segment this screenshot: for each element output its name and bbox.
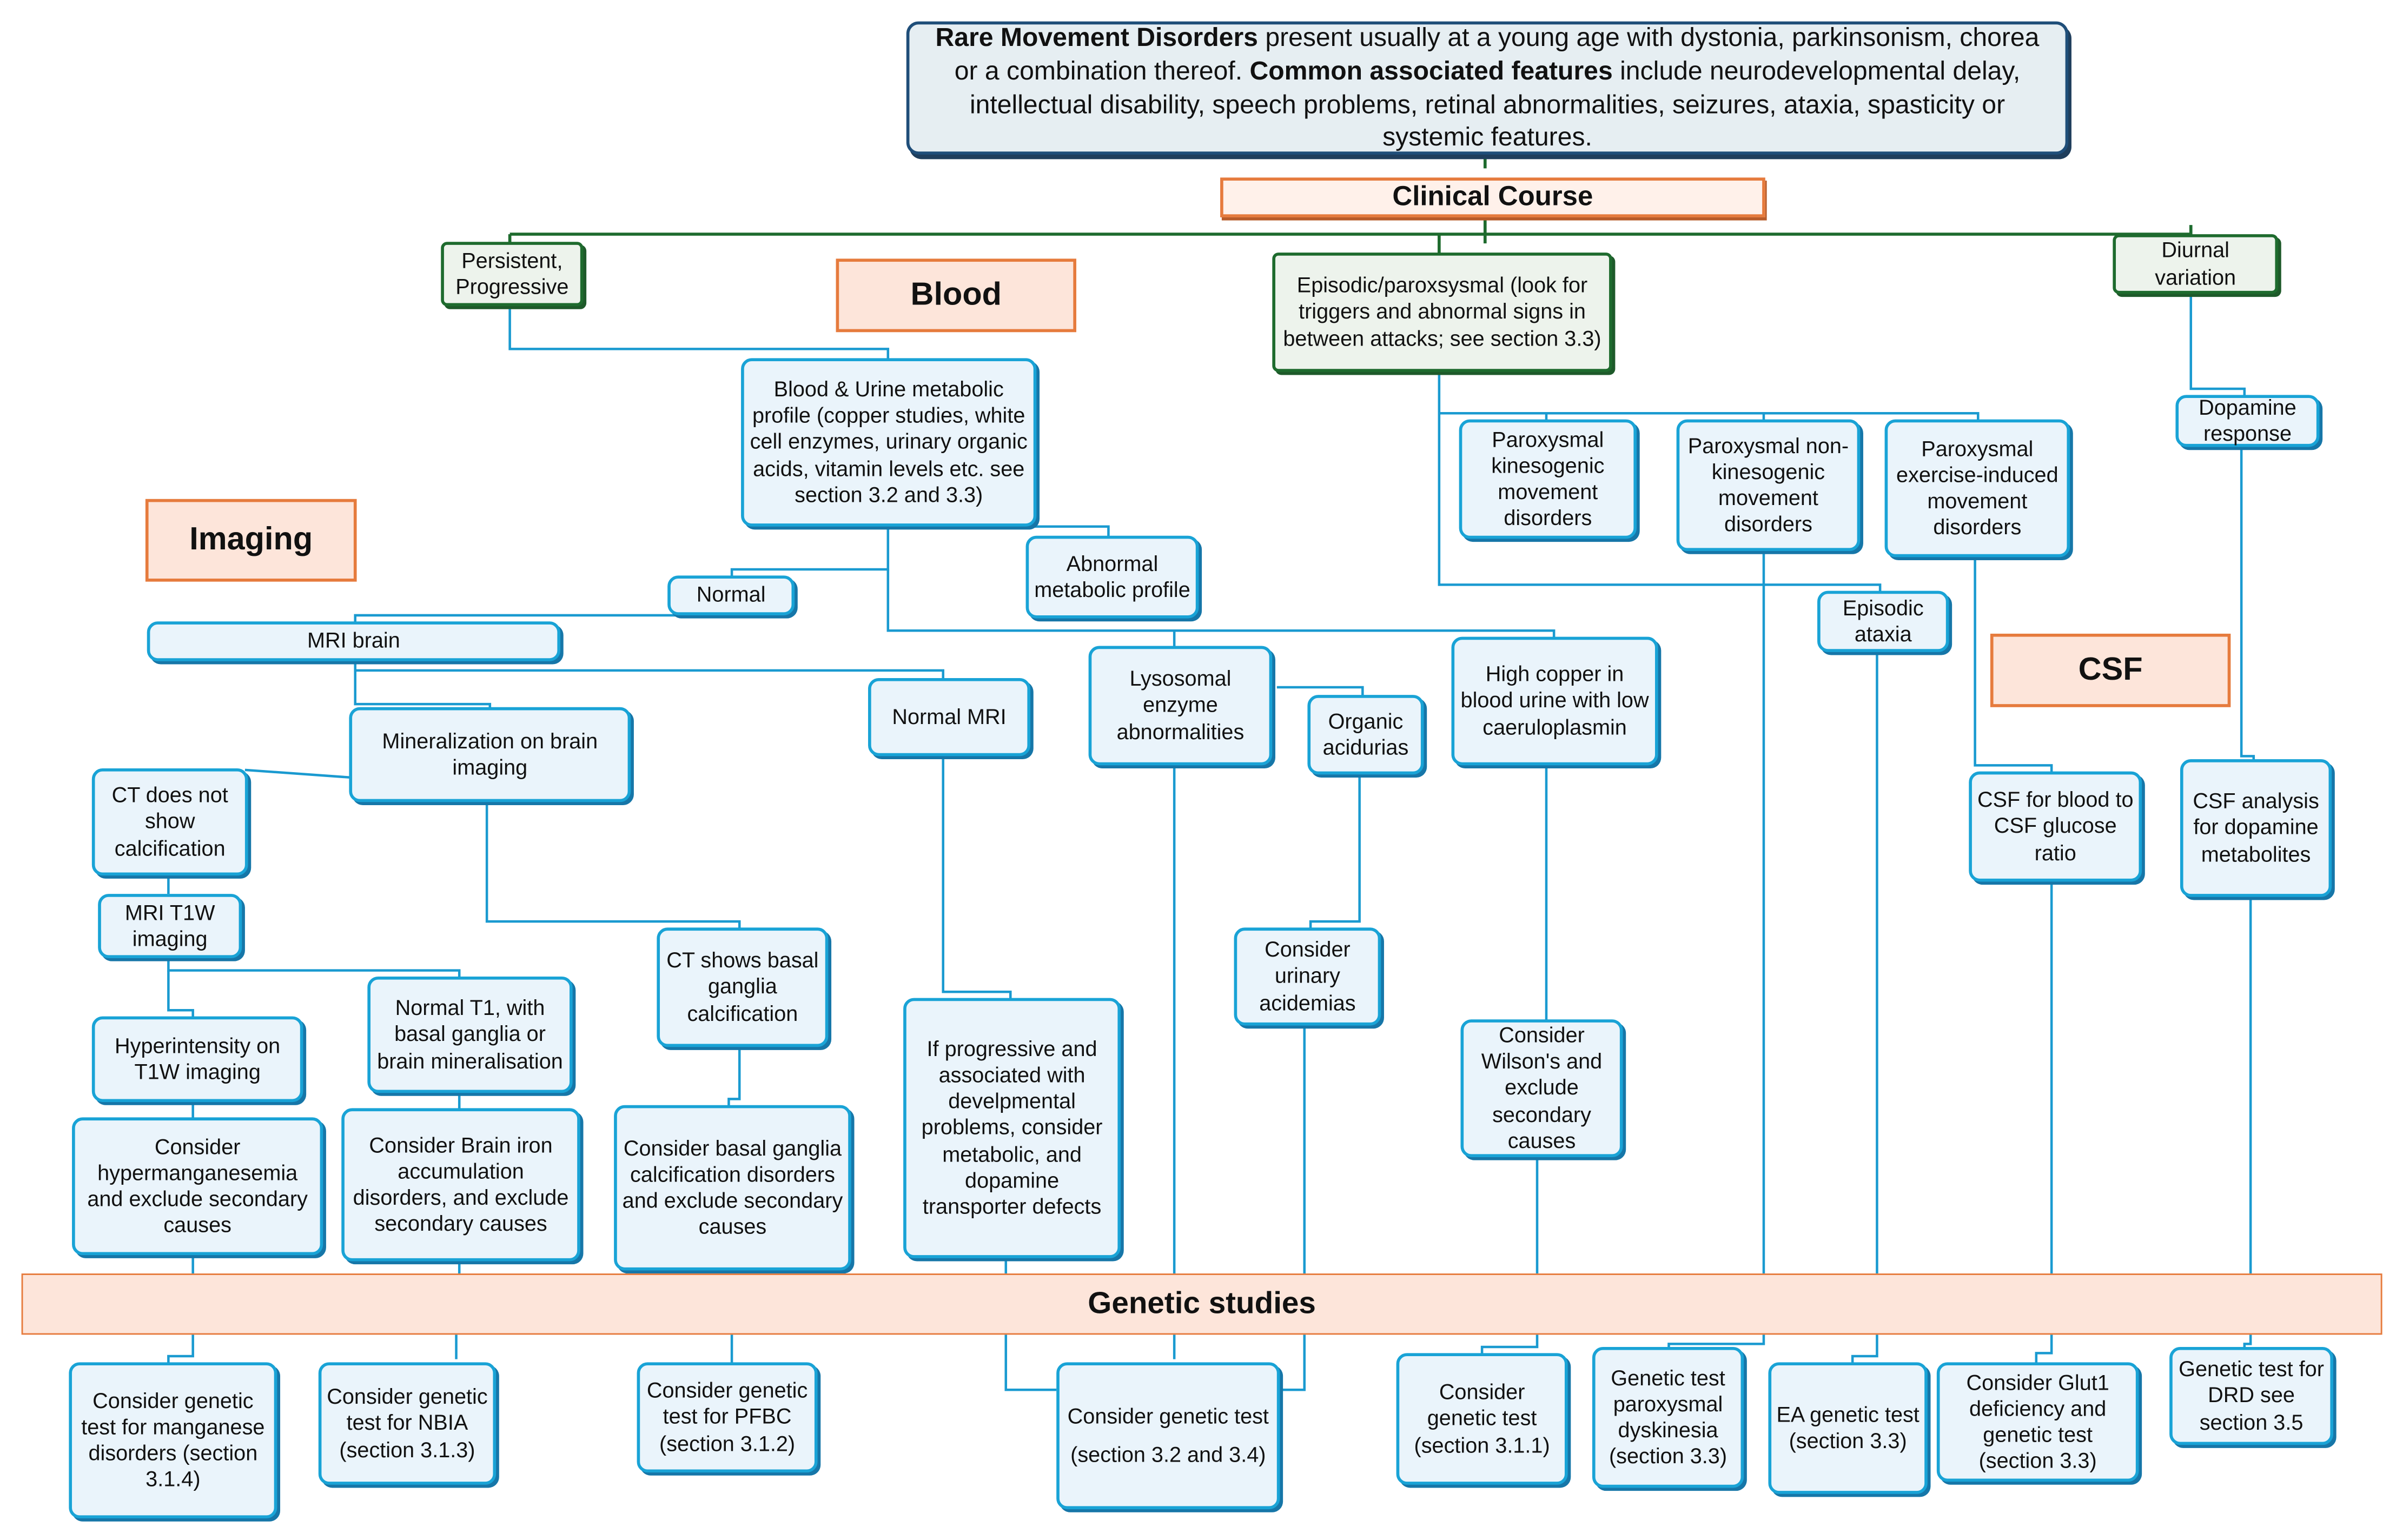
intro-bold-features: Common associated features <box>1249 56 1613 85</box>
genetic-pd-label: Genetic test paroxysmal dyskinesia (sect… <box>1609 1365 1727 1468</box>
organic-acidurias-label: Organic acidurias <box>1322 708 1409 760</box>
csf-glucose-box: CSF for blood to CSF glucose ratio <box>1969 771 2142 882</box>
abnormal-metabolic-label: Abnormal metabolic profile <box>1034 550 1190 602</box>
normal-t1-label: Normal T1, with basal ganglia or brain m… <box>377 995 563 1072</box>
episodic-paroxysmal-box: Episodic/paroxsysmal (look for triggers … <box>1272 253 1612 372</box>
diurnal-variation-box: Diurnal variation <box>2113 234 2279 294</box>
episodic-paroxysmal-label: Episodic/paroxsysmal (look for triggers … <box>1283 273 1601 350</box>
genetic-wilson-label: Consider genetic test (section 3.1.1) <box>1414 1379 1550 1457</box>
abnormal-metabolic-box: Abnormal metabolic profile <box>1025 535 1199 619</box>
clinical-course-label: Clinical Course <box>1392 181 1593 211</box>
brain-iron-box: Consider Brain iron accumulation disorde… <box>341 1108 580 1262</box>
persistent-progressive-box: Persistent, Progressive <box>441 242 584 307</box>
basal-ganglia-calc-label: Consider basal ganglia calcification dis… <box>622 1135 843 1239</box>
genetic-drd-box: Genetic test for DRD see section 3.5 <box>2169 1347 2333 1445</box>
clinical-course-box: Clinical Course <box>1220 177 1765 217</box>
intro-bold-title: Rare Movement Disorders <box>935 23 1258 52</box>
normal-t1-box: Normal T1, with basal ganglia or brain m… <box>367 976 573 1093</box>
metabolic-profile-box: Blood & Urine metabolic profile (copper … <box>741 358 1037 527</box>
csf-section-label: CSF <box>1990 633 2231 707</box>
intro-text-2: include neurodevelopmental delay, intell… <box>969 56 2021 152</box>
ct-calcification-box: CT shows basal ganglia calcification <box>657 927 829 1047</box>
genetic-drd-label: Genetic test for DRD see section 3.5 <box>2179 1357 2324 1434</box>
progressive-developmental-box: If progressive and associated with devel… <box>903 998 1121 1258</box>
csf-dopamine-label: CSF analysis for dopamine metabolites <box>2193 788 2319 866</box>
mri-t1w-box: MRI T1W imaging <box>98 894 242 959</box>
genetic-pfbc-box: Consider genetic test for PFBC (section … <box>637 1362 818 1473</box>
dopamine-response-box: Dopamine response <box>2175 395 2320 447</box>
genetic-glut1-box: Consider Glut1 deficiency and genetic te… <box>1936 1362 2139 1482</box>
persistent-progressive-label: Persistent, Progressive <box>455 248 569 298</box>
mineralization-box: Mineralization on brain imaging <box>349 707 631 802</box>
wilson-label: Consider Wilson's and exclude secondary … <box>1481 1023 1603 1152</box>
mineralization-label: Mineralization on brain imaging <box>382 728 598 779</box>
mri-t1w-label: MRI T1W imaging <box>124 900 215 951</box>
genetic-studies-label: Genetic studies <box>1088 1287 1316 1321</box>
diurnal-variation-label: Diurnal variation <box>2155 237 2236 289</box>
urinary-acidemias-box: Consider urinary acidemias <box>1234 927 1381 1026</box>
hypermanganesemia-box: Consider hypermanganesemia and exclude s… <box>72 1117 323 1256</box>
pnkd-label: Paroxysmal non-kinesogenic movement diso… <box>1687 433 1849 536</box>
normal-label: Normal <box>696 582 766 607</box>
mri-brain-label: MRI brain <box>307 628 400 653</box>
genetic-metabolic-line2: (section 3.2 and 3.4) <box>1070 1442 1266 1466</box>
episodic-ataxia-box: Episodic ataxia <box>1817 590 1949 652</box>
genetic-ea-label: EA genetic test (section 3.3) <box>1776 1402 1920 1453</box>
pkd-label: Paroxysmal kinesogenic movement disorder… <box>1491 427 1605 530</box>
hyperintensity-box: Hyperintensity on T1W imaging <box>91 1016 303 1103</box>
normal-mri-label: Normal MRI <box>892 703 1007 729</box>
intro-box: Rare Movement Disorders present usually … <box>906 21 2069 155</box>
genetic-ea-box: EA genetic test (section 3.3) <box>1768 1362 1928 1494</box>
genetic-metabolic-box: Consider genetic test (section 3.2 and 3.… <box>1056 1362 1280 1510</box>
progressive-developmental-label: If progressive and associated with devel… <box>921 1037 1103 1218</box>
genetic-metabolic-line1: Consider genetic test <box>1067 1403 1269 1428</box>
normal-box: Normal <box>667 575 795 615</box>
genetic-manganese-label: Consider genetic test for manganese diso… <box>81 1388 265 1491</box>
ct-no-calcification-box: CT does not show calcification <box>91 768 248 876</box>
organic-acidurias-box: Organic acidurias <box>1307 695 1424 775</box>
high-copper-label: High copper in blood urine with low caer… <box>1460 661 1649 739</box>
wilson-box: Consider Wilson's and exclude secondary … <box>1460 1019 1623 1158</box>
genetic-wilson-box: Consider genetic test (section 3.1.1) <box>1396 1353 1568 1485</box>
ct-no-calcification-label: CT does not show calcification <box>111 782 228 860</box>
ped-box: Paroxysmal exercise-induced movement dis… <box>1884 419 2070 557</box>
genetic-manganese-box: Consider genetic test for manganese diso… <box>69 1362 277 1519</box>
mri-brain-box: MRI brain <box>147 621 561 661</box>
normal-mri-box: Normal MRI <box>868 678 1031 756</box>
basal-ganglia-calc-box: Consider basal ganglia calcification dis… <box>614 1105 851 1271</box>
lysosomal-box: Lysosomal enzyme abnormalities <box>1088 646 1273 766</box>
hypermanganesemia-label: Consider hypermanganesemia and exclude s… <box>87 1134 308 1237</box>
imaging-section-label: Imaging <box>145 499 357 582</box>
brain-iron-label: Consider Brain iron accumulation disorde… <box>353 1132 569 1236</box>
metabolic-profile-label: Blood & Urine metabolic profile (copper … <box>750 377 1028 506</box>
high-copper-box: High copper in blood urine with low caer… <box>1451 636 1658 766</box>
genetic-nbia-box: Consider genetic test for NBIA (section … <box>318 1362 497 1485</box>
genetic-glut1-label: Consider Glut1 deficiency and genetic te… <box>1966 1370 2109 1473</box>
genetic-studies-bar: Genetic studies <box>21 1273 2382 1335</box>
csf-section-text: CSF <box>2078 652 2143 688</box>
pnkd-box: Paroxysmal non-kinesogenic movement diso… <box>1676 419 1861 552</box>
episodic-ataxia-label: Episodic ataxia <box>1842 595 1924 646</box>
lysosomal-label: Lysosomal enzyme abnormalities <box>1116 666 1245 744</box>
blood-section-text: Blood <box>910 277 1002 313</box>
genetic-nbia-label: Consider genetic test for NBIA (section … <box>327 1384 488 1461</box>
genetic-pd-box: Genetic test paroxysmal dyskinesia (sect… <box>1592 1347 1744 1488</box>
dopamine-response-label: Dopamine response <box>2199 395 2296 446</box>
ped-label: Paroxysmal exercise-induced movement dis… <box>1896 436 2059 539</box>
imaging-section-text: Imaging <box>189 522 313 557</box>
hyperintensity-label: Hyperintensity on T1W imaging <box>115 1033 281 1084</box>
genetic-pfbc-label: Consider genetic test for PFBC (section … <box>646 1378 808 1455</box>
blood-section-label: Blood <box>836 258 1076 333</box>
csf-glucose-label: CSF for blood to CSF glucose ratio <box>1977 787 2134 865</box>
ct-calcification-label: CT shows basal ganglia calcification <box>666 948 819 1025</box>
pkd-box: Paroxysmal kinesogenic movement disorder… <box>1459 419 1637 539</box>
csf-dopamine-box: CSF analysis for dopamine metabolites <box>2180 759 2332 897</box>
urinary-acidemias-label: Consider urinary acidemias <box>1259 937 1356 1014</box>
intro-text-1: present usually at a young age with dyst… <box>954 23 2040 85</box>
